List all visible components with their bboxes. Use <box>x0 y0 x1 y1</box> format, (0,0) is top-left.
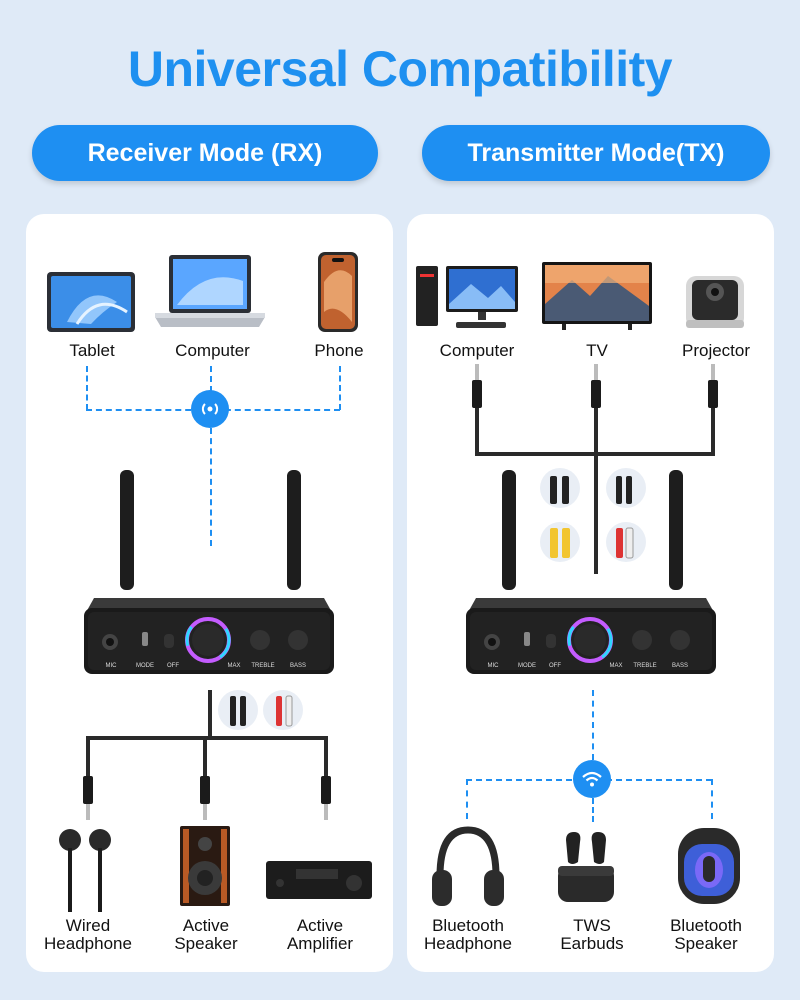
source-label-phone: Phone <box>314 341 364 360</box>
wired-headphone-icon <box>59 829 111 912</box>
device-label-mic: MIC <box>105 663 117 669</box>
phone-icon <box>318 252 358 332</box>
optical-cable-icon <box>540 468 580 508</box>
tablet-icon <box>47 272 135 332</box>
wireless-line <box>210 366 212 392</box>
device-label-bass: BASS <box>671 663 688 669</box>
device-label-mic: MIC <box>487 663 499 669</box>
wireless-line <box>339 366 341 410</box>
device-label-off: OFF <box>549 663 561 669</box>
device-label-off: OFF <box>167 663 179 669</box>
bluetooth-device <box>466 470 716 674</box>
wireless-line <box>592 798 594 822</box>
laptop-icon <box>155 255 265 327</box>
device-label-mode: MODE <box>136 663 154 669</box>
cable <box>711 408 715 454</box>
jack-plug-icon <box>472 364 482 408</box>
wireless-line <box>210 428 212 546</box>
projector-icon <box>686 276 744 328</box>
wireless-line <box>466 779 468 819</box>
aux-plugs <box>230 695 293 727</box>
jack-plug-icon <box>83 776 93 820</box>
jack-plug-icon <box>200 776 210 820</box>
bluetooth-speaker-icon <box>678 828 740 904</box>
active-amplifier-icon <box>266 861 372 899</box>
jack-plug-icon <box>591 364 601 408</box>
cable <box>475 408 479 454</box>
wireless-line <box>711 779 713 819</box>
source-label-tv: TV <box>586 341 608 360</box>
desktop-computer-icon <box>416 266 518 328</box>
source-label-projector: Projector <box>681 341 751 360</box>
source-label-computer: Computer <box>439 341 515 360</box>
wireless-line <box>86 366 88 410</box>
cable <box>86 736 90 780</box>
aux-cable-icon <box>218 690 258 730</box>
jack-plug-icon <box>321 776 331 820</box>
cable <box>208 690 212 738</box>
cable <box>86 736 328 740</box>
device-label-mode: MODE <box>518 663 536 669</box>
tws-earbuds-icon <box>558 832 614 902</box>
wireless-badge <box>191 390 229 428</box>
device-label-max: MAX <box>609 663 623 669</box>
connector-plugs <box>550 476 634 559</box>
rca-cable-icon <box>263 690 303 730</box>
cable <box>594 408 598 574</box>
bluetooth-headphone-icon <box>432 826 504 906</box>
active-speaker-icon <box>180 826 230 906</box>
device-label-max: MAX <box>227 663 241 669</box>
cable <box>475 452 715 456</box>
cable <box>203 736 207 780</box>
wireless-signal-icon <box>201 403 219 415</box>
wireless-line <box>592 690 594 760</box>
source-label-computer: Computer <box>175 341 250 360</box>
cable <box>324 736 328 780</box>
device-label-bass: BASS <box>289 663 306 669</box>
device-label-treble: TREBLE <box>633 663 657 669</box>
rca-yellow-cable-icon <box>540 522 580 562</box>
jack-plug-icon <box>708 364 718 408</box>
source-label-tablet: Tablet <box>69 341 115 360</box>
device-label-treble: TREBLE <box>251 663 275 669</box>
transmitter-mode-header: Transmitter Mode(TX) <box>422 125 770 181</box>
bluetooth-device <box>84 470 334 674</box>
page-title: Universal Compatibility <box>127 41 673 97</box>
tv-icon <box>542 262 652 330</box>
wifi-badge <box>573 760 611 798</box>
receiver-mode-header: Receiver Mode (RX) <box>32 125 378 181</box>
wifi-signal-icon <box>582 771 602 787</box>
